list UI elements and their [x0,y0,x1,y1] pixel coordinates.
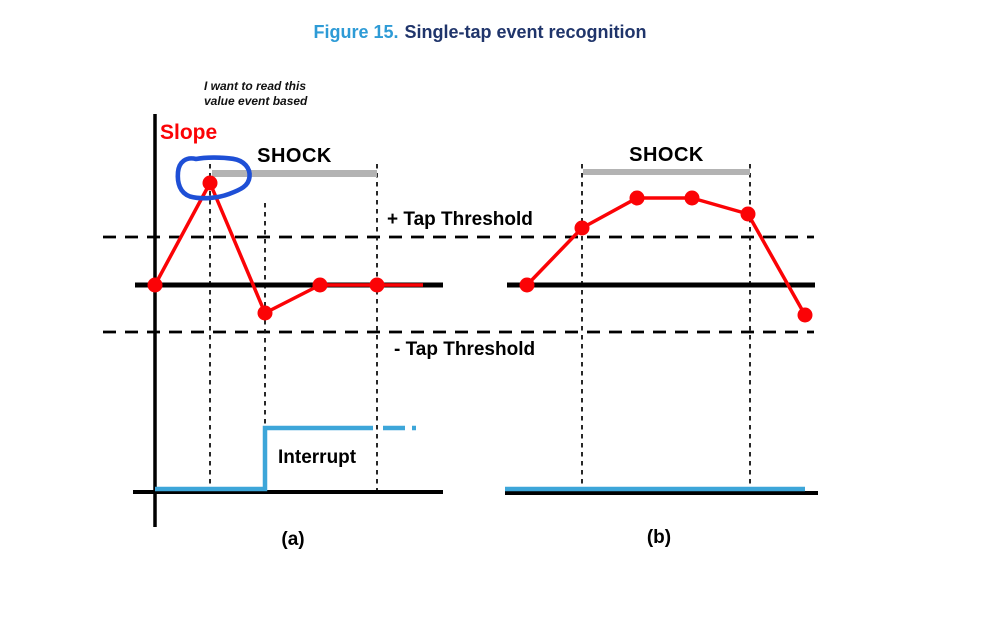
figure-number: Figure 15. [313,22,399,42]
shock-label-a: SHOCK [257,145,332,167]
sample-point-b-5 [797,307,813,323]
acceleration-signal-a [153,181,423,315]
sample-point-a-2 [257,305,273,321]
neg-tap-threshold-label: - Tap Threshold [394,339,536,360]
sample-point-a-4 [369,277,385,293]
sample-point-b-1 [574,220,590,236]
shock-bar-b [583,169,750,175]
pos-tap-threshold-label: + Tap Threshold [387,209,533,230]
handwritten-note: I want to read this value event based [204,79,307,109]
handwritten-note-line2: value event based [204,94,308,108]
panel-b-label: (b) [646,527,672,548]
sample-point-b-4 [740,206,756,222]
acceleration-signal-b [525,196,807,316]
slope-label: Slope [160,121,218,144]
handwritten-note-line1: I want to read this [204,79,307,93]
sample-point-b-3 [684,190,700,206]
sample-point-a-3 [312,277,328,293]
sample-point-a-0 [147,277,163,293]
slope-highlight-circle-icon [175,155,252,201]
interrupt-label: Interrupt [278,447,357,468]
shock-label-b: SHOCK [629,144,704,166]
sample-point-b-2 [629,190,645,206]
figure-title: Figure 15.Single-tap event recognition [0,22,960,43]
figure-name: Single-tap event recognition [404,22,647,42]
panel-a-label: (a) [281,529,305,550]
interrupt-signal-a [155,425,373,492]
shock-bar-a [212,170,377,177]
sample-point-b-0 [519,277,535,293]
sample-point-a-1 [202,175,218,191]
